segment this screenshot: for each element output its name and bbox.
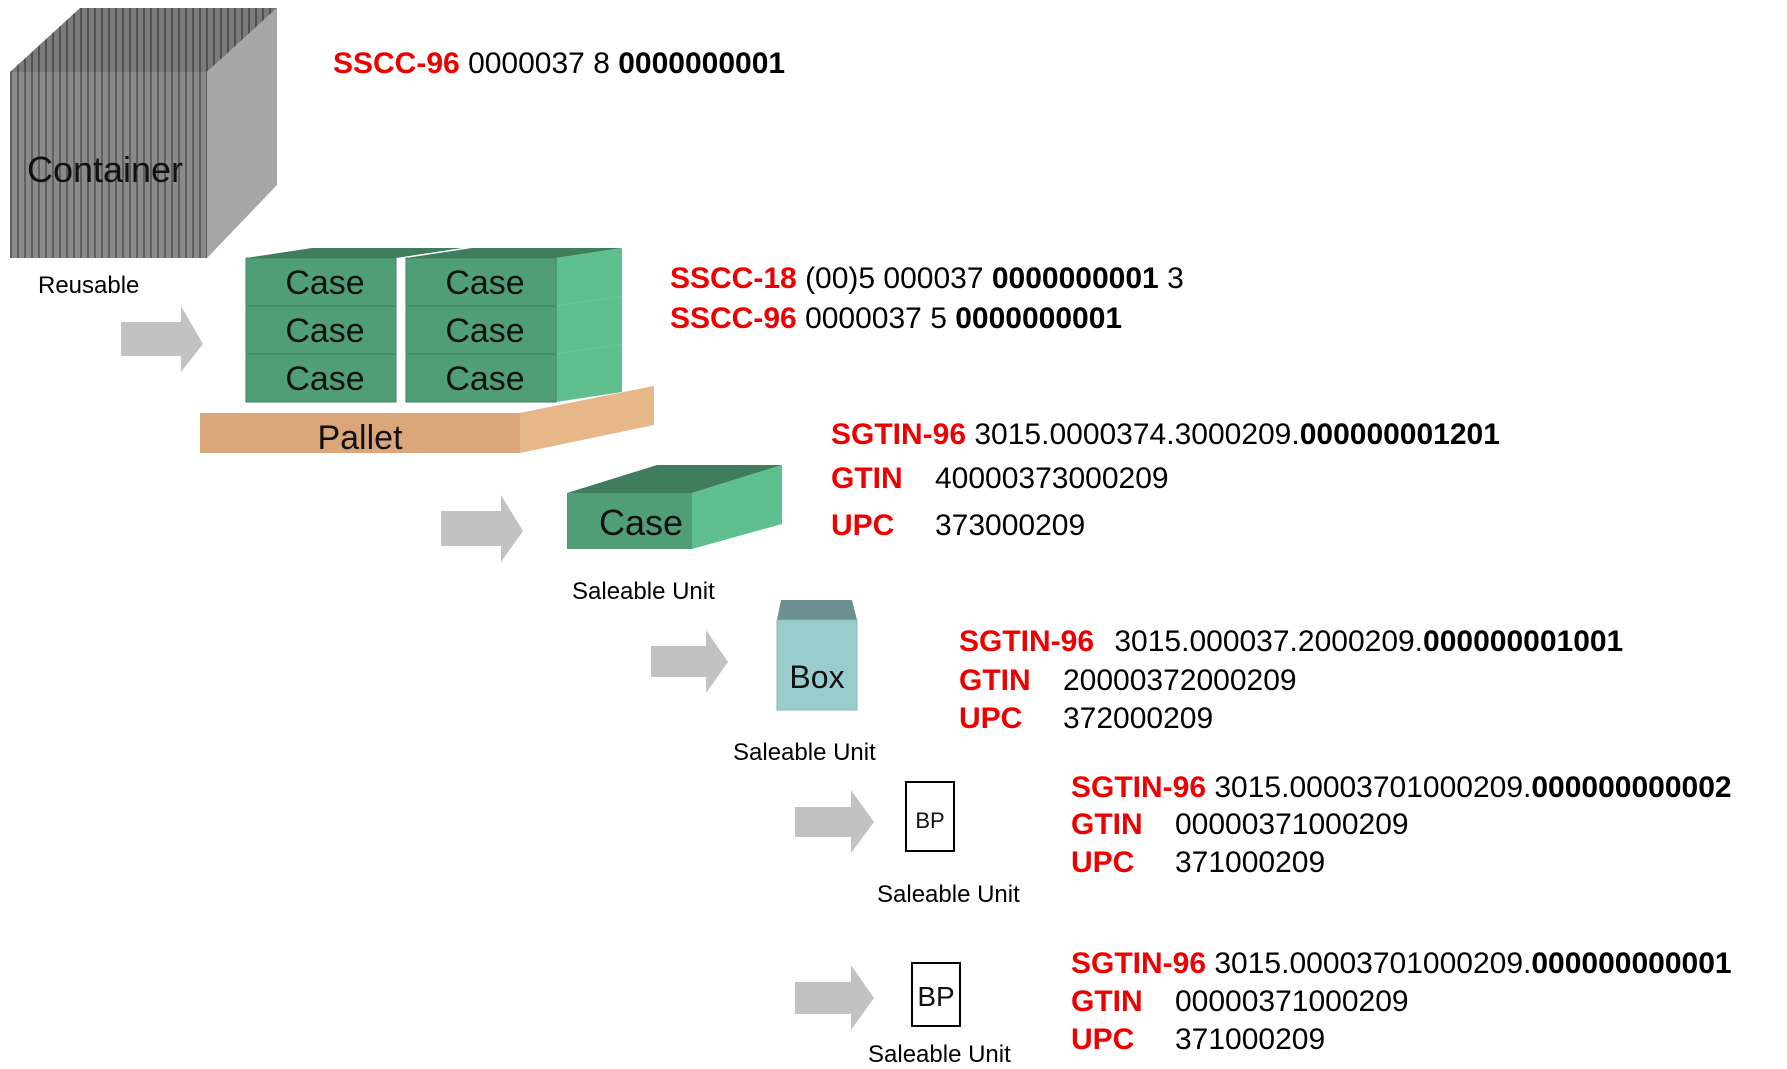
- stacked-case: Case: [245, 305, 397, 355]
- bp-package-2: BP: [911, 962, 961, 1027]
- code-label: UPC: [1071, 846, 1135, 879]
- code-serial: 0000000001: [991, 262, 1159, 295]
- code-serial: 000000001001: [1423, 625, 1624, 658]
- case-upc-line: UPC 373000209: [831, 509, 1085, 543]
- code-prefix: 3015.000037.2000209.: [1114, 625, 1424, 658]
- box-gtin-line: GTIN 20000372000209: [959, 664, 1297, 698]
- code-label: SGTIN-96: [831, 418, 967, 451]
- case-label: Case: [445, 312, 524, 350]
- arrow-icon: [651, 630, 728, 693]
- case-gtin-line: GTIN 40000373000209: [831, 462, 1169, 496]
- code-serial: 000000001201: [1299, 418, 1500, 451]
- arrows: [121, 306, 874, 1030]
- saleable-unit-caption: Saleable Unit: [733, 739, 876, 766]
- code-label: SSCC-18: [670, 262, 797, 295]
- code-label: SGTIN-96: [1071, 771, 1207, 804]
- bp2-sgtin96-line: SGTIN-96 3015.00003701000209.00000000000…: [1071, 947, 1732, 981]
- code-label: SSCC-96: [333, 47, 460, 80]
- code-label: UPC: [1071, 1023, 1135, 1056]
- code-value: 40000373000209: [935, 462, 1169, 495]
- container-sscc96-line: SSCC-96 0000037 8 0000000001: [333, 47, 785, 81]
- bp2-upc-line: UPC 371000209: [1071, 1023, 1325, 1057]
- stacked-case: Case: [405, 296, 622, 355]
- case-label: Case: [285, 360, 364, 398]
- case-label: Case: [285, 312, 364, 350]
- pallet-graphic: Pallet: [200, 386, 654, 457]
- stacked-case: Case: [405, 344, 622, 403]
- code-prefix: 3015.0000374.3000209.: [974, 418, 1300, 451]
- case-label: Case: [445, 360, 524, 398]
- single-case-graphic: Case: [567, 465, 782, 549]
- saleable-unit-caption: Saleable Unit: [868, 1041, 1011, 1068]
- code-serial: 0000000001: [955, 302, 1123, 335]
- code-prefix: 3015.00003701000209.: [1214, 947, 1532, 980]
- code-check-digit: 3: [1158, 262, 1184, 295]
- code-value: 20000372000209: [1063, 664, 1297, 697]
- bp-package-1: BP: [905, 781, 955, 852]
- case-label: Case: [445, 264, 524, 302]
- box-sgtin96-line: SGTIN-96 3015.000037.2000209.00000000100…: [959, 625, 1623, 659]
- pallet-label: Pallet: [317, 419, 403, 457]
- arrow-icon: [795, 965, 874, 1030]
- stacked-case: Case: [245, 353, 397, 403]
- arrow-icon: [121, 306, 203, 372]
- container-graphic: Container: [10, 8, 277, 258]
- case-sgtin96-line: SGTIN-96 3015.0000374.3000209.0000000012…: [831, 418, 1500, 452]
- code-label: UPC: [831, 509, 895, 542]
- bp1-sgtin96-line: SGTIN-96 3015.00003701000209.00000000000…: [1071, 771, 1732, 805]
- code-label: SSCC-96: [670, 302, 797, 335]
- code-value: 371000209: [1175, 846, 1326, 879]
- bp2-gtin-line: GTIN 00000371000209: [1071, 985, 1409, 1019]
- pallet-sscc18-line: SSCC-18 (00)5 000037 0000000001 3: [670, 262, 1184, 296]
- case-label: Case: [599, 502, 683, 543]
- box-upc-line: UPC 372000209: [959, 702, 1213, 736]
- code-value: 372000209: [1063, 702, 1214, 735]
- code-prefix: 0000037 8: [468, 47, 619, 80]
- saleable-unit-caption: Saleable Unit: [572, 578, 715, 605]
- saleable-unit-caption: Saleable Unit: [877, 881, 1020, 908]
- code-label: GTIN: [1071, 985, 1143, 1018]
- pallet-sscc96-line: SSCC-96 0000037 5 0000000001: [670, 302, 1122, 336]
- bp1-upc-line: UPC 371000209: [1071, 846, 1325, 880]
- code-label: UPC: [959, 702, 1023, 735]
- bp-label: BP: [917, 981, 954, 1012]
- code-value: 373000209: [935, 509, 1086, 542]
- arrow-icon: [795, 790, 874, 853]
- box-graphic: Box: [776, 600, 858, 711]
- code-prefix: 3015.00003701000209.: [1214, 771, 1532, 804]
- code-prefix: (00)5 000037: [805, 262, 992, 295]
- code-label: SGTIN-96: [959, 625, 1095, 658]
- case-label: Case: [285, 264, 364, 302]
- code-value: 00000371000209: [1175, 985, 1409, 1018]
- arrow-icon: [441, 495, 523, 562]
- code-value: 00000371000209: [1175, 808, 1409, 841]
- bp-label: BP: [915, 808, 944, 833]
- code-prefix: 0000037 5: [805, 302, 956, 335]
- code-serial: 0000000001: [618, 47, 786, 80]
- code-label: GTIN: [1071, 808, 1143, 841]
- code-label: GTIN: [959, 664, 1031, 697]
- code-serial: 000000000001: [1531, 947, 1732, 980]
- stacked-case: Case: [405, 248, 622, 307]
- reusable-caption: Reusable: [38, 272, 140, 299]
- box-label: Box: [789, 659, 844, 695]
- code-serial: 000000000002: [1531, 771, 1732, 804]
- code-label: GTIN: [831, 462, 903, 495]
- code-value: 371000209: [1175, 1023, 1326, 1056]
- bp1-gtin-line: GTIN 00000371000209: [1071, 808, 1409, 842]
- container-label: Container: [27, 149, 183, 190]
- code-label: SGTIN-96: [1071, 947, 1207, 980]
